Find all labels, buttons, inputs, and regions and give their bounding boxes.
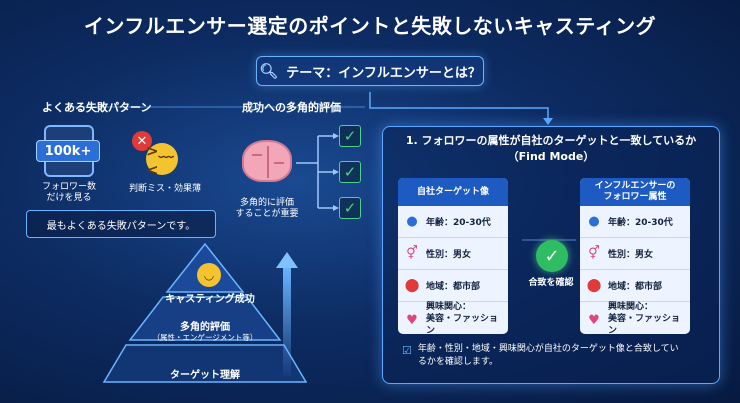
- brain-caption-line-2: することが重要: [235, 209, 299, 220]
- attr-region: 地域：都市部: [426, 282, 481, 292]
- pyramid-bottom-label: ターゲット理解: [170, 370, 240, 381]
- attr-gender: 性別：男女: [608, 250, 654, 260]
- list-item: ⬤ 地域：都市部: [398, 270, 508, 302]
- list-item: ♥ 興味関心： 美容・ファッション: [580, 302, 690, 334]
- attr-interest: 興味関心： 美容・ファッション: [608, 302, 684, 334]
- brain-caption-line-1: 多角的に評価: [239, 198, 294, 208]
- pyramid-middle-sublabel: （属性・エンゲージメント等）: [152, 333, 258, 342]
- follower-count-badge: 100k+: [36, 140, 100, 162]
- pyramid: [102, 242, 308, 383]
- panel-heading-line-1: 1. フォロワーの属性が自社のターゲットと一致しているか: [405, 134, 697, 147]
- panel-footer-text: 年齢・性別・地域・興味関心が自社のターゲット像と合致してい るかを確認します。: [418, 343, 679, 369]
- influencer-follower-header: インフルエンサーの フォロワー属性: [580, 178, 690, 206]
- attr-interest: 興味関心： 美容・ファッション: [426, 302, 502, 334]
- list-item: ♥ 興味関心： 美容・ファッション: [398, 302, 508, 334]
- failure-callout: 最もよくある失敗パターンです。: [26, 210, 216, 238]
- check-icon: ✓: [339, 197, 361, 219]
- pyramid-top-label: キャスティング成功: [165, 294, 255, 305]
- panel-footer-line-2: るかを確認します。: [417, 357, 498, 368]
- list-item: ⚥ 性別：男女: [398, 238, 508, 270]
- brain-icon: [242, 140, 292, 182]
- attr-interest-value: 美容・ファッション: [608, 314, 681, 334]
- list-item: ● 年齢：20-30代: [580, 206, 690, 238]
- panel-footer: ☑ 年齢・性別・地域・興味関心が自社のターゲット像と合致してい るかを確認します…: [402, 343, 702, 369]
- attr-age: 年齢：20-30代: [608, 218, 673, 228]
- attr-interest-label: 興味関心：: [608, 302, 654, 313]
- attr-age: 年齢：20-30代: [426, 218, 491, 228]
- brain-caption: 多角的に評価 することが重要: [228, 198, 306, 221]
- phone-caption: フォロワー数 だけを見る: [34, 182, 104, 205]
- check-icon: ✓: [536, 240, 568, 272]
- phone-caption-line-2: だけを見る: [46, 193, 92, 204]
- success-section-title: 成功への多角的評価: [242, 101, 341, 114]
- map-pin-icon: ⬤: [586, 278, 602, 293]
- panel-footer-line-1: 年齢・性別・地域・興味関心が自社のターゲット像と合致してい: [417, 344, 679, 354]
- check-icon: ☑: [402, 344, 412, 357]
- list-item: ● 年齢：20-30代: [398, 206, 508, 238]
- x-icon: ✕: [132, 131, 152, 151]
- check-icon: ✓: [339, 161, 361, 183]
- error-caption: 判断ミス・効果薄: [128, 184, 201, 194]
- page-title: インフルエンサー選定のポイントと失敗しないキャスティング: [83, 14, 657, 38]
- company-target-column: 自社ターゲット像 ● 年齢：20-30代 ⚥ 性別：男女 ⬤ 地域：都市部 ♥ …: [398, 178, 508, 334]
- influencer-follower-column: インフルエンサーの フォロワー属性 ● 年齢：20-30代 ⚥ 性別：男女 ⬤ …: [580, 178, 690, 334]
- check-icon: ✓: [339, 125, 361, 147]
- pyramid-middle-label: 多角的評価: [180, 322, 230, 333]
- influencer-header-line-1: インフルエンサーの: [594, 181, 676, 192]
- map-pin-icon: ⬤: [404, 278, 420, 293]
- attr-interest-label: 興味関心：: [426, 302, 472, 313]
- panel-heading: 1. フォロワーの属性が自社のターゲットと一致しているか （Find Mode）: [384, 133, 718, 165]
- theme-box: 🔍︎ テーマ：インフルエンサーとは？: [256, 56, 484, 86]
- person-icon: ●: [406, 214, 418, 229]
- happy-face-icon: ◡: [197, 263, 221, 287]
- sad-face-icon: >﹏<: [146, 142, 178, 179]
- company-target-header: 自社ターゲット像: [398, 178, 508, 206]
- gender-icon: ⚥: [588, 246, 600, 261]
- list-item: ⚥ 性別：男女: [580, 238, 690, 270]
- failure-section-title: よくある失敗パターン: [42, 101, 152, 114]
- attr-interest-value: 美容・ファッション: [426, 314, 499, 334]
- match-label: 合致を確認: [528, 278, 574, 288]
- list-item: ⬤ 地域：都市部: [580, 270, 690, 302]
- heart-icon: ♥: [588, 312, 600, 328]
- heart-icon: ♥: [406, 312, 418, 328]
- theme-label: テーマ：インフルエンサーとは？: [286, 65, 481, 81]
- match-check: ✓: [534, 240, 570, 272]
- up-arrow-icon: [276, 252, 298, 376]
- person-icon: ●: [588, 214, 600, 229]
- gender-icon: ⚥: [406, 246, 418, 261]
- search-icon: 🔍︎: [259, 62, 279, 80]
- attr-region: 地域：都市部: [608, 282, 663, 292]
- influencer-header-line-2: フォロワー属性: [603, 192, 667, 202]
- phone-caption-line-1: フォロワー数: [41, 182, 96, 192]
- panel-heading-line-2: （Find Mode）: [507, 149, 595, 163]
- attr-gender: 性別：男女: [426, 250, 472, 260]
